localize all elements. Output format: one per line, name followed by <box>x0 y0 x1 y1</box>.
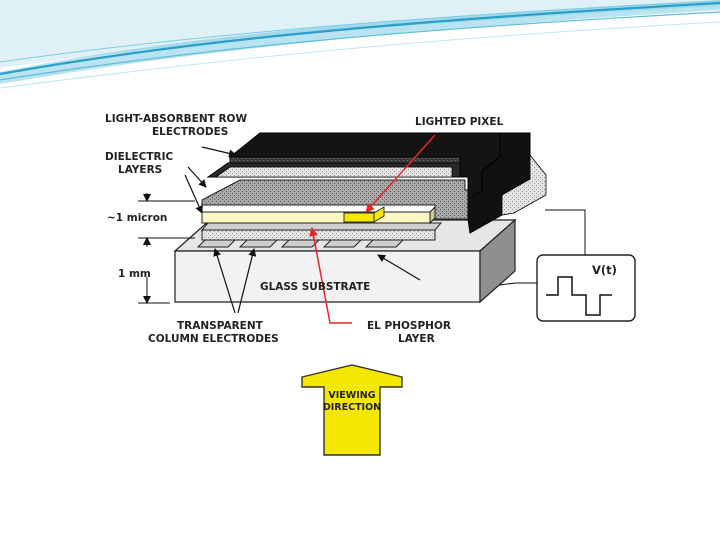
label-thickness-micron: ~1 micron <box>107 212 167 224</box>
row-electrodes <box>206 132 547 234</box>
substrate-front-face <box>174 250 481 303</box>
label-lighted-pixel: LIGHTED PIXEL <box>415 116 504 128</box>
row-electrode-mid-stipple <box>214 166 453 178</box>
pointer-dielectric-top <box>187 166 207 188</box>
label-dielectric-1: DIELECTRIC <box>105 151 174 163</box>
label-thickness-mm: 1 mm <box>118 268 151 280</box>
label-phosphor-2: LAYER <box>398 333 435 345</box>
pointer-lines <box>184 146 421 314</box>
lower-dielectric-layer <box>200 222 443 241</box>
label-viewing-2: DIRECTION <box>323 402 381 413</box>
voltage-waveform <box>546 276 612 316</box>
label-row-electrodes-2: ELECTRODES <box>152 126 228 138</box>
label-transparent-1: TRANSPARENT <box>177 320 264 332</box>
pointer-lighted-pixel <box>365 134 436 213</box>
pointer-column-electrode-1 <box>213 248 236 314</box>
label-voltage: V(t) <box>592 263 617 277</box>
lower-dielectric-top <box>200 222 443 231</box>
swoosh-line-2 <box>0 11 720 81</box>
swoosh-line-1 <box>0 1 720 76</box>
swoosh-line-4 <box>0 21 720 89</box>
phosphor-layer <box>201 203 438 225</box>
substrate-side-face <box>479 218 516 304</box>
row-electrode-right-stipple <box>501 153 547 216</box>
swoosh-band-light <box>0 0 720 84</box>
pointer-column-electrode-2 <box>237 248 257 314</box>
pointer-phosphor <box>309 227 352 324</box>
label-row-electrodes-1: LIGHT-ABSORBENT ROW <box>105 113 247 125</box>
el-display-diagram: LIGHT-ABSORBENT ROW ELECTRODES LIGHTED P… <box>105 113 636 456</box>
label-phosphor-1: EL PHOSPHOR <box>367 320 451 332</box>
label-viewing-1: VIEWING <box>328 390 375 401</box>
viewing-direction-arrow <box>301 364 403 456</box>
voltage-box <box>536 254 636 322</box>
viewing-arrow-shape <box>301 364 403 456</box>
swoosh-band-dark <box>0 0 720 68</box>
lighted-pixel <box>343 212 375 223</box>
voltage-wire-top <box>545 209 586 255</box>
thickness-dimensions <box>138 193 195 304</box>
lighted-pixel-tip <box>373 206 385 223</box>
pointer-dielectric-bottom <box>184 174 203 214</box>
pointer-glass-substrate <box>377 254 421 281</box>
label-transparent-2: COLUMN ELECTRODES <box>148 333 279 345</box>
lower-dielectric-front <box>201 229 436 241</box>
swoosh-line-3 <box>0 0 720 63</box>
label-glass-substrate: GLASS SUBSTRATE <box>260 281 370 293</box>
voltage-source <box>499 209 636 322</box>
voltage-wire-bottom <box>499 282 537 286</box>
header-swoosh <box>0 0 720 89</box>
red-pointers <box>309 134 436 324</box>
label-dielectric-2: LAYERS <box>118 164 162 176</box>
phosphor-front <box>201 211 431 224</box>
pointer-row-electrodes <box>201 146 237 158</box>
